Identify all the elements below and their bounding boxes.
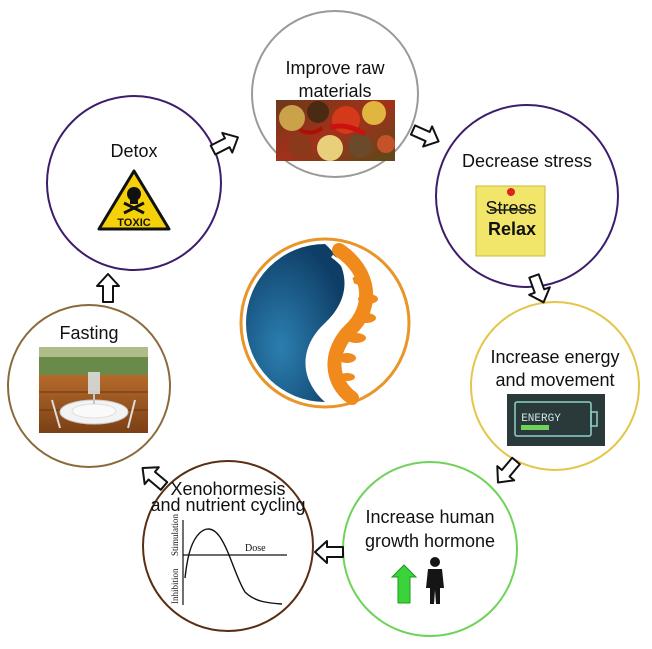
node-improve-label-1: Improve raw	[285, 58, 385, 78]
arrow-stress-to-energy	[528, 273, 551, 304]
person-silhouette-icon	[426, 557, 444, 604]
green-arrow-person-image	[390, 557, 444, 604]
arrow-improve-to-stress	[409, 124, 440, 148]
node-energy-label-2: and movement	[495, 370, 614, 390]
energy-battery-image: ENERGY	[507, 394, 605, 446]
energy-battery-text: ENERGY	[521, 413, 561, 425]
arrow-energy-to-hgh	[496, 456, 521, 484]
sticky-note-relax-text: Relax	[488, 219, 536, 239]
graph-y-top-label: Stimulation	[170, 513, 180, 556]
node-xeno-label-2: and nutrient cycling	[150, 495, 305, 515]
spices-photo	[276, 100, 395, 161]
empty-plate-table-image	[39, 347, 148, 433]
toxic-sign-icon: TOXIC	[97, 167, 172, 237]
node-hgh-label-1: Increase human	[365, 507, 494, 527]
node-fasting-label: Fasting	[59, 323, 118, 343]
sticky-note-image: Stress Relax	[475, 185, 546, 257]
hormesis-graph: Stimulation Inhibition Dose	[170, 513, 287, 605]
arrow-xeno-to-fasting	[141, 466, 169, 491]
graph-x-label: Dose	[245, 543, 266, 554]
node-xeno-label-1: Xenohormesis	[170, 479, 285, 499]
node-improve-label-2: materials	[298, 81, 371, 101]
arrow-detox-to-improve	[209, 131, 239, 156]
yin-yang-spine-logo	[239, 237, 411, 409]
node-stress-label: Decrease stress	[462, 151, 592, 171]
sticky-note-strike-text: Stress	[485, 198, 536, 218]
toxic-sign-text: TOXIC	[117, 217, 150, 229]
node-hgh-label-2: growth hormone	[365, 531, 495, 551]
arrow-hgh-to-xeno	[314, 540, 344, 564]
node-detox-label: Detox	[110, 141, 157, 161]
graph-y-bottom-label: Inhibition	[170, 568, 180, 604]
green-up-arrow-icon	[390, 564, 418, 604]
arrow-fasting-to-detox	[96, 273, 120, 303]
hormesis-curve	[184, 528, 283, 605]
node-energy-label-1: Increase energy	[490, 347, 619, 367]
node-xeno-circle	[142, 460, 314, 632]
